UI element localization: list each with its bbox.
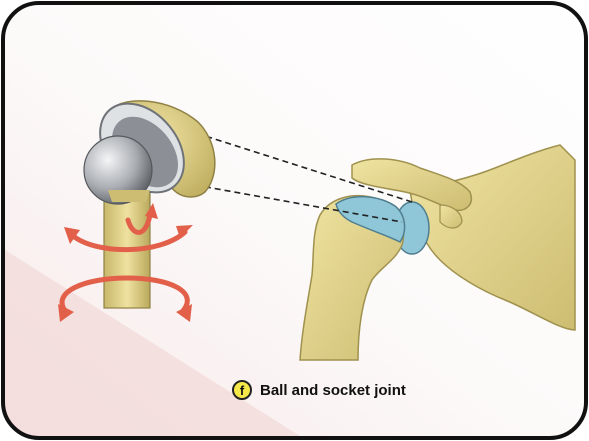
caption-text: Ball and socket joint [260,382,406,399]
letter-f-badge-icon: f [232,380,252,400]
diagram-caption: f Ball and socket joint [232,380,406,400]
caption-marker: f [240,383,244,398]
